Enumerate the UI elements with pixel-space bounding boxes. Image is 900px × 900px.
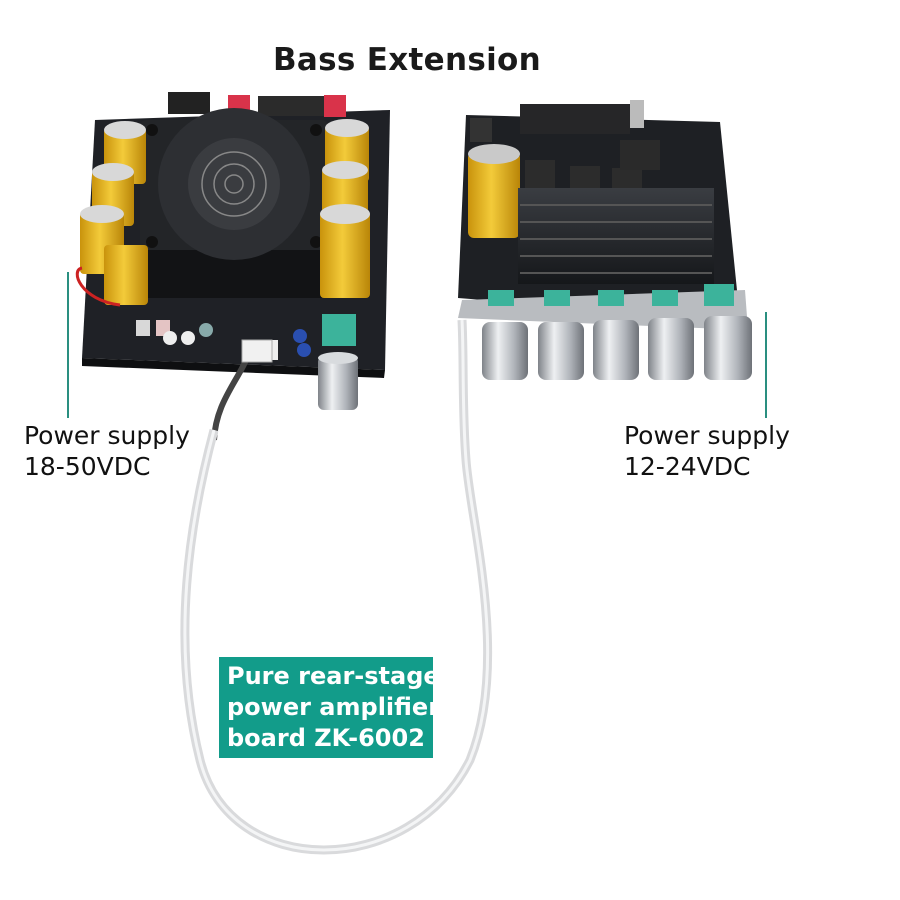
product-name-line3: board ZK-6002 xyxy=(227,724,425,752)
left-power-label: Power supply 18-50VDC xyxy=(24,420,190,482)
right-power-label-line1: Power supply xyxy=(624,421,790,450)
left-power-label-line1: Power supply xyxy=(24,421,190,450)
left-power-label-line2: 18-50VDC xyxy=(24,452,151,481)
cooling-fan xyxy=(140,108,328,298)
heatsink xyxy=(518,188,714,284)
product-name-line1: Pure rear-stage xyxy=(227,662,440,690)
control-knobs xyxy=(482,316,752,380)
capacitors-right xyxy=(320,119,370,298)
right-power-label-line2: 12-24VDC xyxy=(624,452,751,481)
right-power-label: Power supply 12-24VDC xyxy=(624,420,790,482)
signal-cable xyxy=(180,319,493,855)
pointer-lines xyxy=(67,272,767,418)
product-name-box: Pure rear-stage power amplifier board ZK… xyxy=(219,657,441,758)
product-name-line2: power amplifier xyxy=(227,693,441,721)
left-amplifier-board xyxy=(75,92,390,410)
right-preamp-board xyxy=(458,100,752,380)
page-title: Bass Extension xyxy=(273,42,541,78)
capacitors-left xyxy=(80,121,148,305)
capacitor-right-board xyxy=(468,144,520,238)
volume-knob-left xyxy=(318,314,358,410)
